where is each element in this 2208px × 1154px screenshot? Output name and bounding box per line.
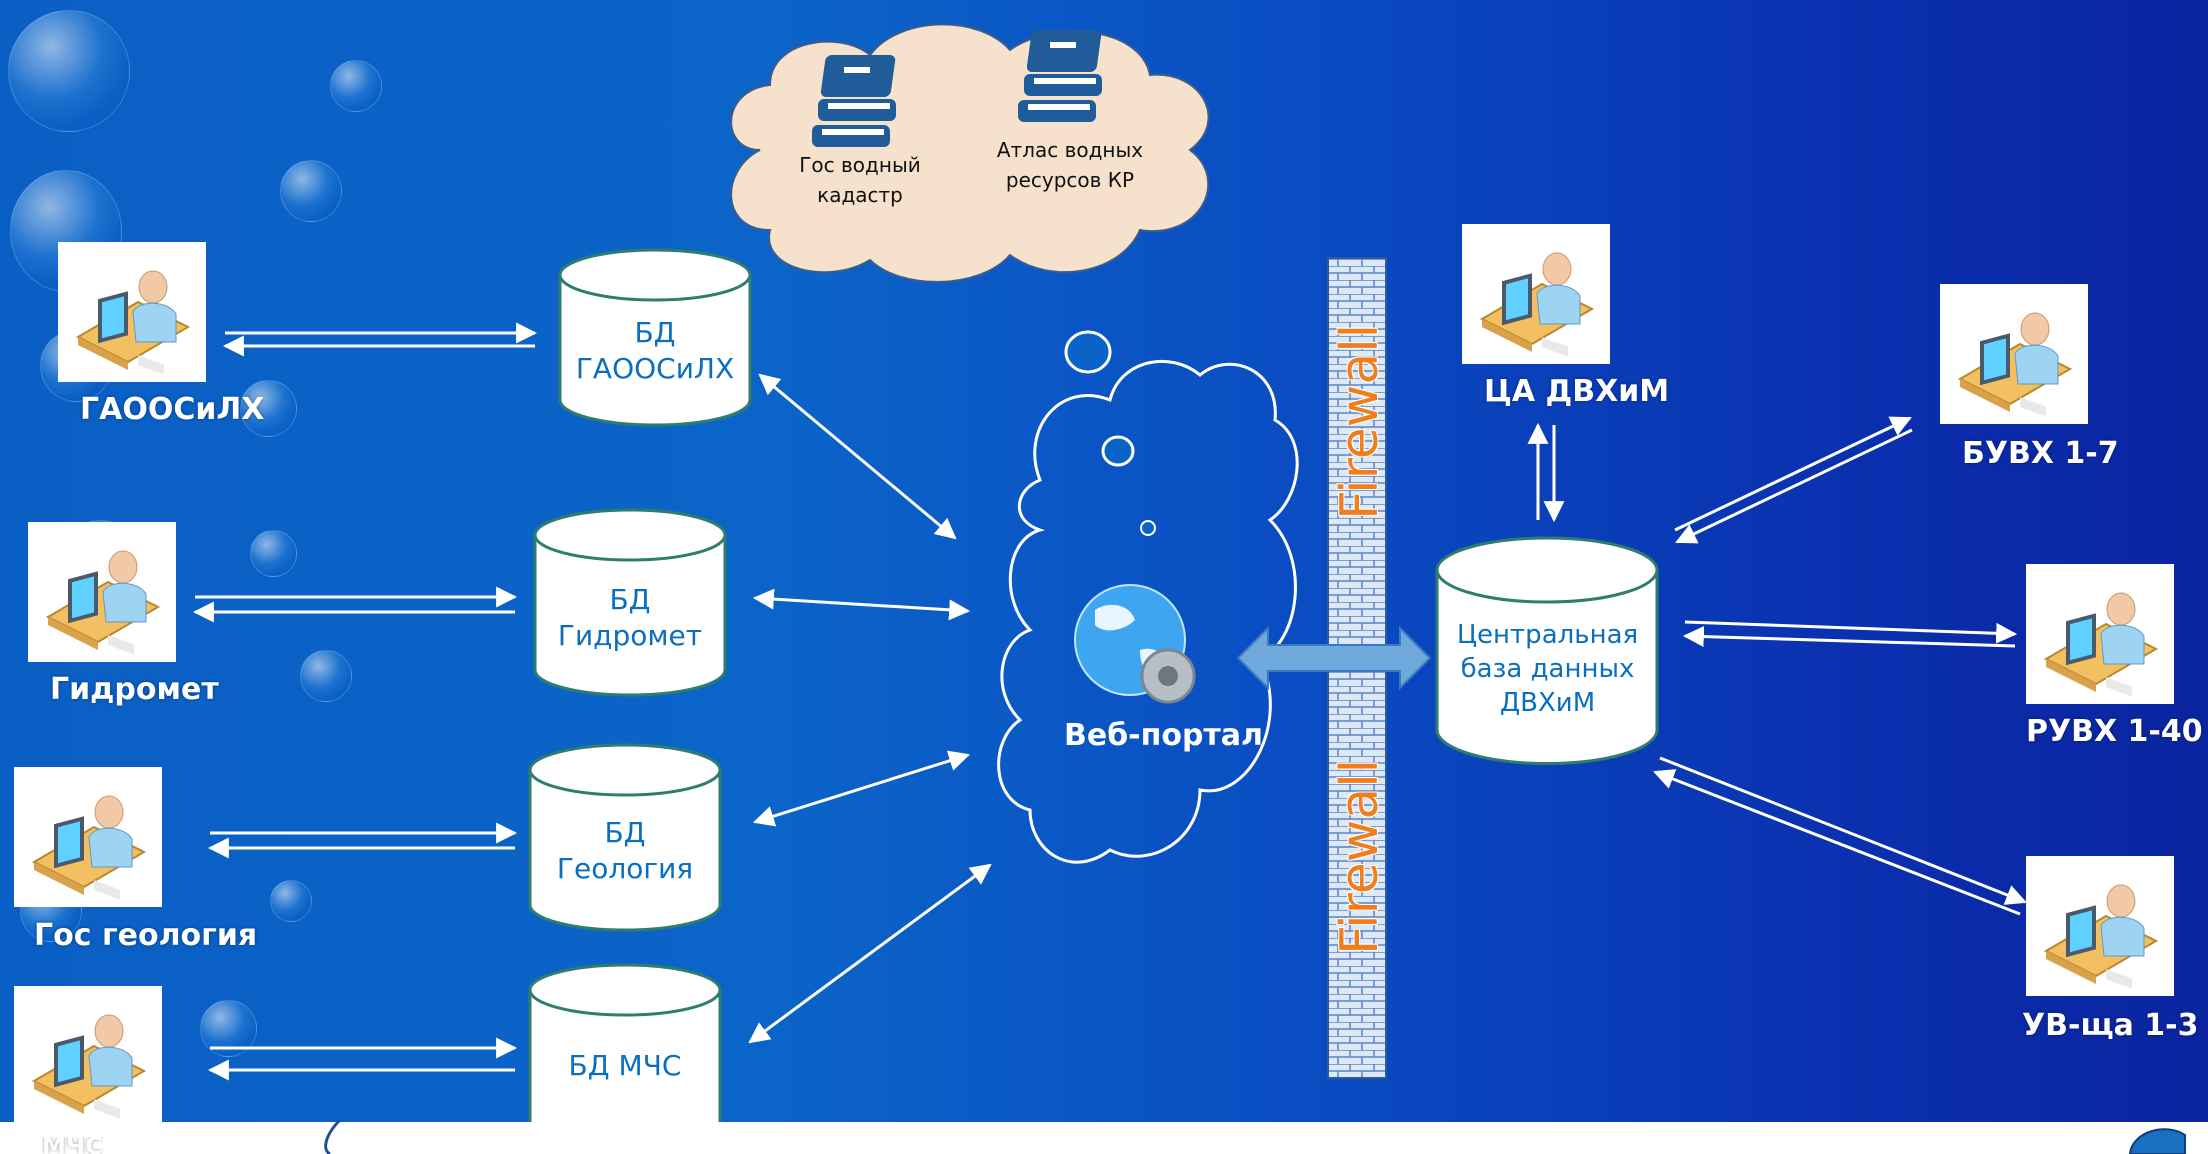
- central-db-cylinder: [1435, 536, 1659, 766]
- actor-label-gaoosilh: ГАООСиЛХ: [80, 392, 265, 427]
- actor-gaoosilh-icon: [58, 242, 206, 382]
- cloud-label-kadastr: Гос водный кадастр: [799, 153, 921, 207]
- db-label-mchs: БД МЧС: [568, 1049, 682, 1082]
- actor-mchs-icon: [14, 986, 162, 1126]
- footer-right-logo: [2128, 1128, 2186, 1154]
- actor-label-mchs: МЧС: [42, 1137, 103, 1154]
- web-portal-cloud: [997, 359, 1299, 864]
- firewall-label-bottom: Firewall: [1330, 758, 1390, 955]
- web-portal-label: Веб-портал: [1064, 718, 1264, 753]
- actor-buvh-icon: [1940, 284, 2088, 424]
- db-geologia-cylinder: [528, 743, 722, 932]
- actor-label-ruvh: РУВХ 1-40: [2026, 714, 2203, 749]
- actor-ruvh-icon: [2026, 564, 2174, 704]
- book-stack-icon: [1018, 30, 1102, 122]
- portal-central-arrow: [1236, 625, 1432, 691]
- actor-uv-icon: [2026, 856, 2174, 996]
- book-stack-icon: [812, 55, 896, 147]
- central-db-label: Центральная база данных ДВХиМ: [1456, 620, 1639, 718]
- firewall-label-top: Firewall: [1330, 323, 1390, 520]
- actor-geologia-icon: [14, 767, 162, 907]
- actor-label-buvh: БУВХ 1-7: [1962, 436, 2119, 471]
- actor-ca-dvhim-icon: [1462, 224, 1610, 364]
- db-mchs-cylinder: [528, 963, 722, 1152]
- actor-label-geologia: Гос геология: [34, 918, 258, 953]
- db-gidromet-cylinder: [533, 508, 727, 697]
- db-gaoosilh-cylinder: [558, 248, 752, 427]
- footer-left-logo: [324, 1118, 342, 1154]
- cloud-label-atlas: Атлас водных ресурсов КР: [996, 138, 1144, 192]
- knowledge-cloud: [730, 23, 1210, 283]
- actor-gidromet-icon: [28, 522, 176, 662]
- globe-gear-icon: [1074, 584, 1196, 704]
- actor-label-ca-dvhim: ЦА ДВХиМ: [1484, 374, 1670, 409]
- actor-label-uv: УВ-ща 1-3: [2022, 1008, 2199, 1043]
- actor-label-gidromet: Гидромет: [50, 672, 219, 707]
